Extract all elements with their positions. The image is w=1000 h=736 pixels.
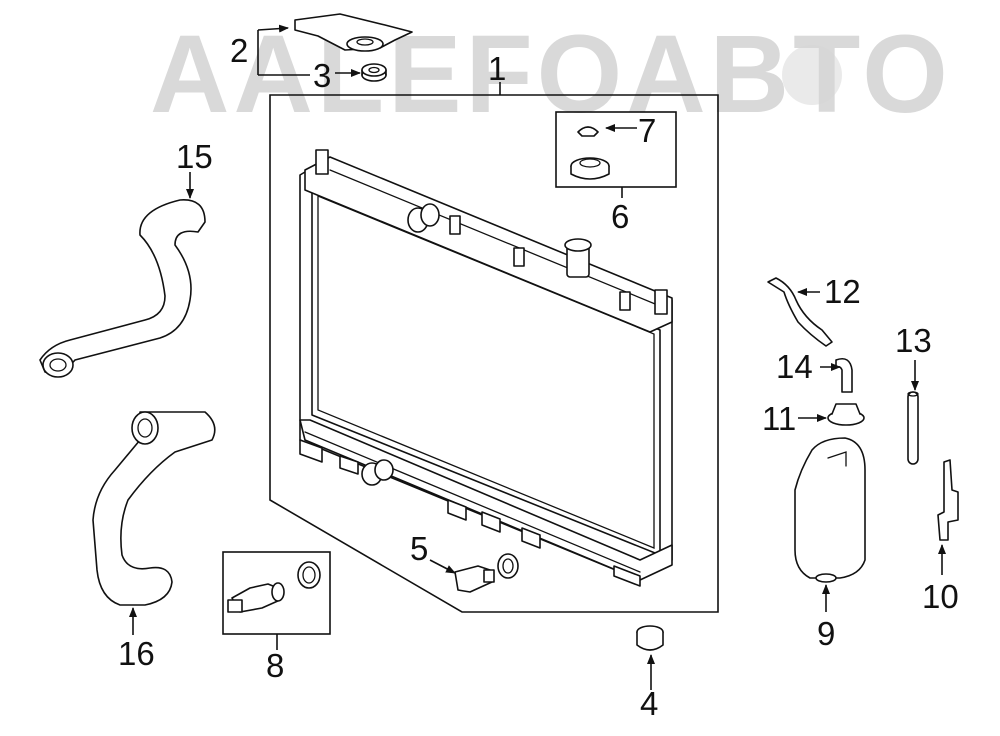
cap-kit-box-part-6 (555, 111, 677, 188)
callout-7: 7 (638, 112, 656, 149)
sensor-part-5 (454, 553, 519, 593)
cap-part-11 (827, 403, 865, 426)
callout-15: 15 (176, 138, 213, 175)
watermark-gear-icon (782, 45, 842, 105)
upper-hose-part-15 (39, 199, 206, 378)
clip-part-7 (577, 126, 599, 137)
hose-part-12 (767, 277, 833, 347)
callout-14: 14 (776, 348, 813, 385)
callout-9: 9 (817, 615, 835, 652)
reservoir-part-9 (794, 437, 866, 583)
leader-lines (129, 24, 946, 690)
callout-6: 6 (611, 198, 629, 235)
callout-12: 12 (824, 273, 861, 310)
callout-10: 10 (922, 578, 959, 615)
callout-8: 8 (266, 647, 284, 684)
lower-hose-part-16 (92, 411, 216, 606)
callout-1: 1 (488, 50, 506, 87)
callout-4: 4 (640, 685, 658, 722)
callout-13: 13 (895, 322, 932, 359)
callout-labels: 1 2 3 4 5 6 7 8 9 10 11 12 13 14 15 16 (118, 32, 959, 722)
rod-part-13 (907, 391, 919, 465)
hose-part-14 (835, 357, 853, 393)
bracket-part-10 (937, 459, 959, 541)
radiator-assembly-frame (269, 94, 719, 613)
callout-11: 11 (762, 400, 796, 437)
cap-part-4 (636, 625, 664, 651)
radiator (299, 149, 673, 587)
callout-16: 16 (118, 635, 155, 672)
callout-5: 5 (410, 530, 428, 567)
sensor-box-part-8 (222, 551, 331, 635)
bracket-part-2 (294, 13, 413, 52)
callout-3: 3 (313, 57, 331, 94)
callout-2: 2 (230, 32, 248, 69)
grommet-part-3 (361, 63, 387, 82)
